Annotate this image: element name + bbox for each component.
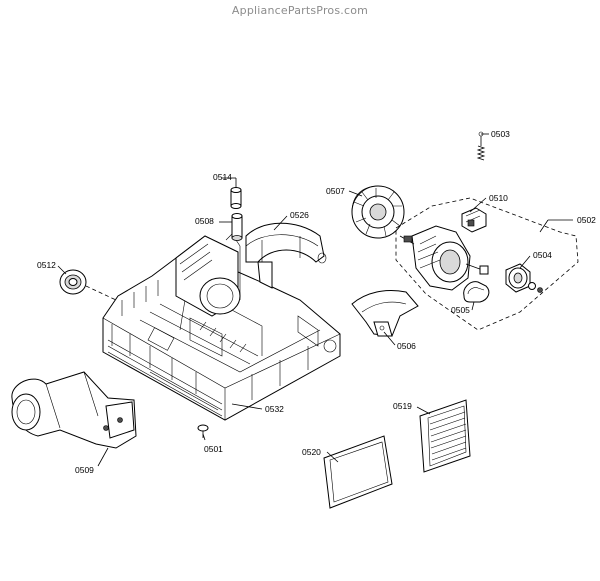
blower-wheel-part [351,185,405,239]
callout-0519: 0519 [393,401,412,411]
callout-0520: 0520 [302,447,321,457]
callout-0507: 0507 [326,186,345,196]
motor-mount-part [351,290,419,337]
leader-lines [57,133,573,467]
callout-0509: 0509 [75,465,94,475]
callout-0526: 0526 [290,210,309,220]
callout-0512: 0512 [37,260,56,270]
callout-0532: 0532 [265,404,284,414]
callout-0510: 0510 [489,193,508,203]
callout-0503: 0503 [491,129,510,139]
blower-housing-part [245,222,327,289]
callout-0508: 0508 [195,216,214,226]
bearing-part [59,269,87,295]
shaft-part [231,213,243,241]
front-grille-panel-part [419,399,471,473]
callout-0505: 0505 [451,305,470,315]
exhaust-duct-part [11,371,137,449]
screw-part [197,424,209,438]
watermark: AppliancePartsPros.com [231,4,369,17]
cover-panel-part [323,435,393,509]
bracket-part [461,207,487,233]
callout-0501: 0501 [204,444,223,454]
motor-assembly-outline [395,197,579,331]
base-frame-part [102,233,341,421]
idler-pulley-part [505,263,543,293]
callout-0514: 0514 [213,172,232,182]
callout-0506: 0506 [397,341,416,351]
drive-belt-part [463,281,490,303]
callout-0504: 0504 [533,250,552,260]
callout-0502: 0502 [577,215,596,225]
roller-part [230,187,242,209]
spring-part [476,131,486,161]
drive-motor-part [399,225,489,291]
bearing-guide-line [85,285,117,301]
